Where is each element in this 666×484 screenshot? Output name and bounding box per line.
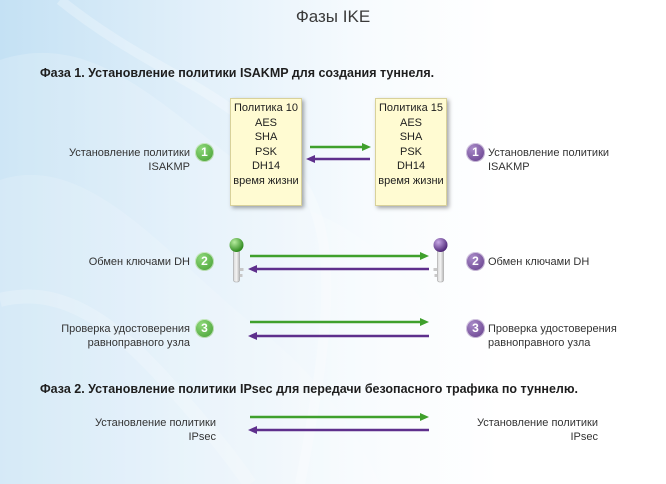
policy-left-hash: SHA bbox=[254, 131, 278, 143]
phase2-left-line1: Установление политики bbox=[94, 417, 216, 429]
step3-right-line1: Проверка удостоверения bbox=[488, 323, 617, 335]
step1-left-line1: Установление политики bbox=[68, 147, 190, 159]
policy-right-title: Политика 15 bbox=[379, 102, 443, 114]
step3-right-label: Проверка удостоверения равноправного узл… bbox=[488, 322, 617, 350]
policy-right-hash: SHA bbox=[399, 131, 423, 143]
step1-left-badge: 1 bbox=[195, 143, 214, 162]
phase2-right-line2: IPsec bbox=[570, 431, 598, 443]
step3-left-line1: Проверка удостоверения bbox=[61, 323, 190, 335]
policy-left-dh: DH14 bbox=[251, 160, 281, 172]
phase2-right-label: Установление политики IPsec bbox=[440, 416, 598, 444]
step1-right-label: Установление политики ISAKMP bbox=[488, 146, 609, 174]
step2-left-line1: Обмен ключами DH bbox=[88, 256, 190, 268]
policy-left-auth: PSK bbox=[254, 145, 277, 158]
policy-right-lifetime: время жизни bbox=[378, 174, 444, 187]
step3-left-label: Проверка удостоверения равноправного узл… bbox=[40, 322, 190, 350]
step2-left-badge: 2 bbox=[195, 252, 214, 271]
step1-right-badge: 1 bbox=[466, 143, 485, 162]
page-title: Фазы IKE bbox=[295, 7, 371, 26]
step1-left-line2: ISAKMP bbox=[148, 161, 190, 173]
step3-left-line2: равноправного узла bbox=[87, 337, 190, 349]
step1-left-label: Установление политики ISAKMP bbox=[40, 146, 190, 174]
step2-right-badge: 2 bbox=[466, 252, 485, 271]
step1-right-line1: Установление политики bbox=[488, 147, 610, 159]
policy-right-encryption: AES bbox=[399, 116, 422, 129]
policy-card-right: Политика 15 AES SHA PSK DH14 время жизни bbox=[375, 98, 447, 206]
policy-left-lifetime: время жизни bbox=[233, 174, 299, 187]
policy-right-auth: PSK bbox=[399, 145, 422, 158]
step2-right-line1: Обмен ключами DH bbox=[488, 256, 590, 268]
step3-left-badge: 3 bbox=[195, 319, 214, 338]
step2-right-label: Обмен ключами DH bbox=[488, 255, 589, 269]
phase2-left-line2: IPsec bbox=[188, 431, 216, 443]
phase2-heading: Фаза 2. Установление политики IPsec для … bbox=[40, 382, 579, 396]
policy-left-title: Политика 10 bbox=[234, 102, 298, 114]
step1-right-line2: ISAKMP bbox=[488, 161, 530, 173]
policy-card-left: Политика 10 AES SHA PSK DH14 время жизни bbox=[230, 98, 302, 206]
step2-left-label: Обмен ключами DH bbox=[40, 255, 190, 269]
policy-right-dh: DH14 bbox=[396, 160, 426, 172]
policy-left-encryption: AES bbox=[254, 116, 277, 129]
phase2-left-label: Установление политики IPsec bbox=[40, 416, 216, 444]
step3-right-line2: равноправного узла bbox=[488, 337, 591, 349]
step3-right-badge: 3 bbox=[466, 319, 485, 338]
phase1-heading: Фаза 1. Установление политики ISAKMP для… bbox=[40, 66, 435, 80]
phase2-right-line1: Установление политики bbox=[476, 417, 598, 429]
